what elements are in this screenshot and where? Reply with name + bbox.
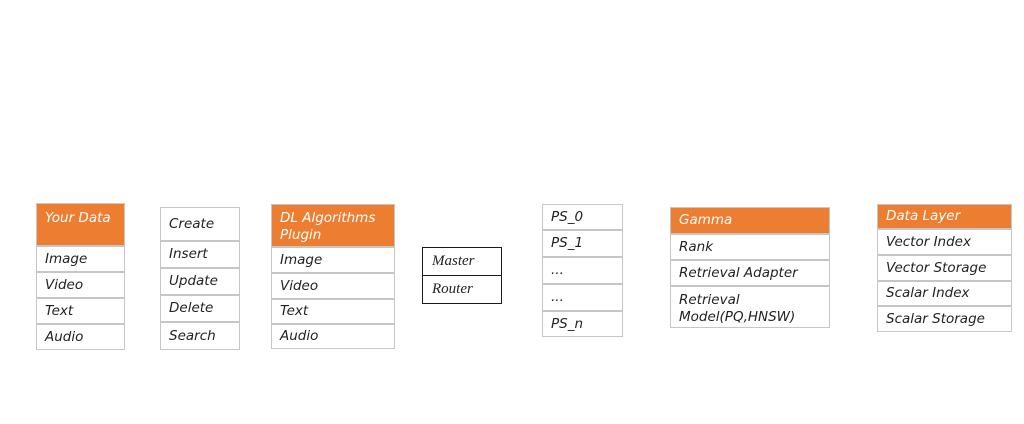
operation-search: Search (160, 322, 240, 350)
gamma-header: Gamma (670, 207, 830, 234)
dl-plugin-item-audio: Audio (271, 324, 395, 349)
data-layer-item-vector-index: Vector Index (877, 229, 1012, 255)
gamma-item-retrieval-model: Retrieval Model(PQ,HNSW) (670, 286, 830, 328)
gamma-item-rank: Rank (670, 234, 830, 260)
dl-plugin-item-video: Video (271, 273, 395, 299)
dl-plugin-header: DL Algorithms Plugin (271, 204, 395, 247)
dl-plugin-table: DL Algorithms Plugin Image Video Text Au… (271, 204, 395, 349)
dl-plugin-item-image: Image (271, 247, 395, 273)
gamma-item-retrieval-adapter: Retrieval Adapter (670, 260, 830, 286)
master-cell: Master (422, 247, 502, 276)
your-data-item-video: Video (36, 272, 125, 298)
ps-ellipsis-1: ... (542, 257, 623, 284)
ps-ellipsis-2: ... (542, 284, 623, 311)
ps-1: PS_1 (542, 230, 623, 257)
gamma-table: Gamma Rank Retrieval Adapter Retrieval M… (670, 207, 830, 328)
data-layer-header: Data Layer (877, 204, 1012, 229)
data-layer-item-vector-storage: Vector Storage (877, 255, 1012, 281)
ps-table: PS_0 PS_1 ... ... PS_n (542, 204, 623, 337)
operations-table: Create Insert Update Delete Search (160, 207, 240, 350)
ps-0: PS_0 (542, 204, 623, 230)
your-data-item-text: Text (36, 298, 125, 324)
data-layer-table: Data Layer Vector Index Vector Storage S… (877, 204, 1012, 332)
data-layer-item-scalar-storage: Scalar Storage (877, 306, 1012, 332)
your-data-header: Your Data (36, 203, 125, 246)
operation-update: Update (160, 268, 240, 295)
operation-insert: Insert (160, 241, 240, 268)
your-data-item-image: Image (36, 246, 125, 272)
data-layer-item-scalar-index: Scalar Index (877, 281, 1012, 306)
master-router-table: Master Router (422, 247, 502, 304)
operation-delete: Delete (160, 295, 240, 322)
dl-plugin-item-text: Text (271, 299, 395, 324)
ps-n: PS_n (542, 311, 623, 337)
your-data-table: Your Data Image Video Text Audio (36, 203, 125, 350)
your-data-item-audio: Audio (36, 324, 125, 350)
operation-create: Create (160, 207, 240, 241)
router-cell: Router (422, 275, 502, 304)
